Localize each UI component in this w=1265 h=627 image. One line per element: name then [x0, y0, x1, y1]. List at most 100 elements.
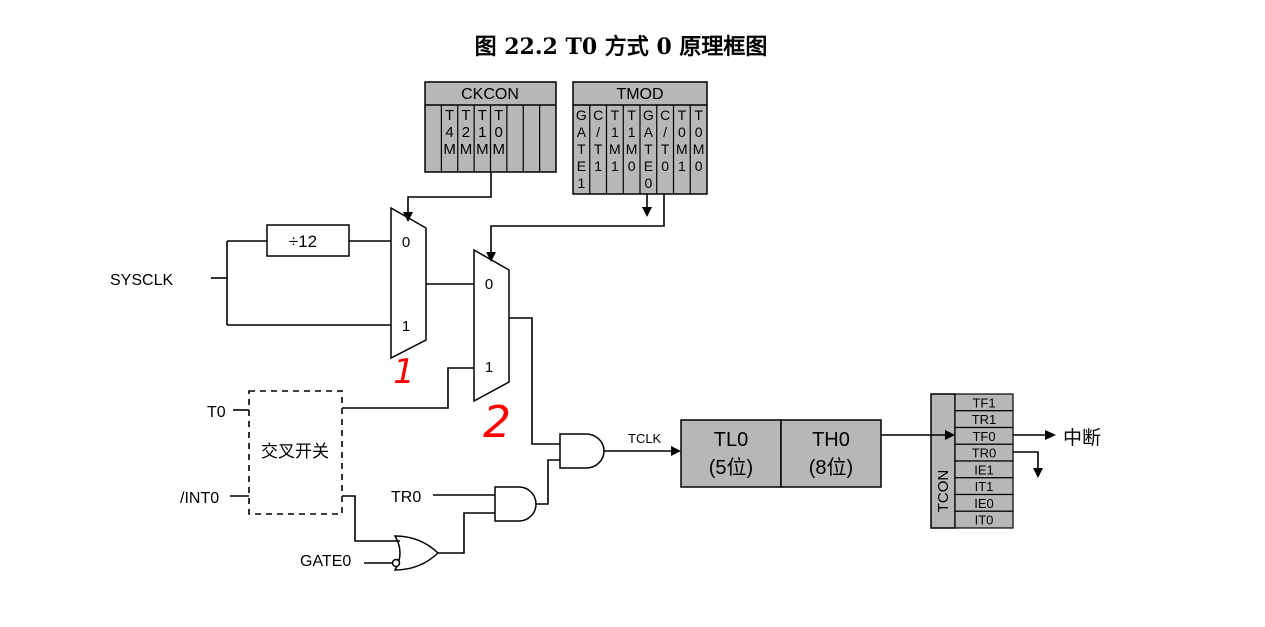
- tmod-bit-char: E: [644, 158, 653, 174]
- ckcon-bit-char: 1: [478, 124, 486, 141]
- wire-or-to-and2: [438, 512, 495, 554]
- sysclk-label: SYSCLK: [110, 272, 173, 289]
- ckcon-bit-char: M: [492, 141, 505, 158]
- ckcon-bit-char: 4: [445, 124, 453, 141]
- tcon-bit-it1: IT1: [975, 479, 994, 494]
- ckcon-bit-char: T: [461, 107, 470, 124]
- divide-by-12-label: ÷12: [289, 232, 317, 251]
- tmod-bit-char: 1: [577, 175, 585, 191]
- tmod-bit-char: A: [644, 124, 654, 140]
- ckcon-bit-char: M: [476, 141, 489, 158]
- gate0-or-gate: [393, 535, 440, 571]
- wire-crossbar-to-mux2: [342, 367, 474, 409]
- ckcon-bit-char: M: [460, 141, 473, 158]
- tcon-bit-tf1: TF1: [972, 395, 995, 410]
- mux1-input1-label: 1: [402, 318, 410, 335]
- th0-bits: (8位): [809, 456, 853, 479]
- tmod-bit-char: E: [577, 158, 586, 174]
- tmod-bit-char: T: [694, 107, 703, 123]
- tr0-label: TR0: [391, 489, 421, 506]
- tmod-bit-char: 1: [611, 124, 619, 140]
- crossbar-switch: [248, 390, 343, 515]
- ckcon-bit-char: T: [494, 107, 503, 124]
- tcon-bit-it0: IT0: [975, 513, 994, 528]
- ckcon-bit-char: T: [478, 107, 487, 124]
- wire-tr0-out: [1013, 451, 1039, 470]
- wire-mux2-to-and: [509, 317, 560, 445]
- th0-register: [780, 419, 882, 488]
- ckcon-name: CKCON: [461, 86, 519, 103]
- arrow-interrupt: [1045, 430, 1056, 440]
- tmod-bit-char: 0: [695, 124, 703, 140]
- tcon-bit-tr1: TR1: [972, 412, 997, 427]
- tmod-bit-char: /: [596, 124, 600, 140]
- tmod-bit-char: A: [577, 124, 587, 140]
- tmod-bit-char: 0: [661, 158, 669, 174]
- mux2-input0-label: 0: [485, 276, 493, 293]
- tmod-bit-char: T: [661, 141, 670, 157]
- t0-label: T0: [207, 404, 226, 421]
- arrow-mux2-select: [486, 252, 496, 262]
- tmod-bit-char: M: [626, 141, 638, 157]
- arrow-gate0-bit: [642, 207, 652, 217]
- tmod-bit-char: T: [611, 107, 620, 123]
- tcon-bit-tr0: TR0: [972, 446, 997, 461]
- tmod-bit-char: G: [643, 107, 654, 123]
- tmod-bit-char: T: [644, 141, 653, 157]
- mux1-input0-label: 0: [402, 234, 410, 251]
- tmod-bit-char: /: [663, 124, 667, 140]
- tcon-bit-ie1: IE1: [974, 462, 994, 477]
- ckcon-bit-char: 0: [495, 124, 503, 141]
- arrow-tr0-down: [1033, 468, 1043, 478]
- wires: [211, 172, 1046, 564]
- mux1: [390, 206, 427, 360]
- divide-by-12-box: [266, 224, 350, 257]
- tmod-bit-char: M: [609, 141, 621, 157]
- tr0-and-gate: [494, 486, 537, 522]
- int0-label: /INT0: [180, 490, 219, 507]
- diagram-title: 图 22.2 T0 方式 0 原理框图: [475, 34, 768, 60]
- tmod-bit-char: T: [627, 107, 636, 123]
- tmod-bit-char: G: [576, 107, 587, 123]
- arrowheads: [403, 207, 1056, 478]
- ckcon-bit-char: 2: [462, 124, 470, 141]
- th0-name: TH0: [812, 429, 850, 451]
- tmod-bit-char: 1: [611, 158, 619, 174]
- tmod-bit-char: C: [593, 107, 603, 123]
- wire-int0-to-or: [342, 495, 400, 542]
- mux2: [473, 248, 510, 403]
- tmod-bit-char: 1: [678, 158, 686, 174]
- arrow-tf0-in: [945, 430, 955, 440]
- tmod-name: TMOD: [616, 86, 663, 103]
- gate0-inversion-bubble: [391, 558, 401, 568]
- crossbar-label: 交叉开关: [261, 442, 329, 462]
- tmod-bit-char: M: [676, 141, 688, 157]
- annotation-2: 2: [483, 397, 511, 448]
- tmod-bit-char: C: [660, 107, 670, 123]
- tmod-bit-char: T: [594, 141, 603, 157]
- tl0-bits: (5位): [709, 456, 753, 479]
- tcon-name: TCON: [935, 470, 952, 513]
- ckcon-bit-char: M: [443, 141, 456, 158]
- wire-t0m-select: [407, 172, 492, 212]
- arrow-tclk: [671, 446, 681, 456]
- tl0-name: TL0: [714, 429, 748, 451]
- tmod-bit-char: 1: [628, 124, 636, 140]
- tmod-bit-char: 0: [644, 175, 652, 191]
- interrupt-label: 中断: [1063, 427, 1101, 449]
- arrow-mux1-select: [403, 212, 413, 222]
- tcon-bit-tf0: TF0: [972, 429, 995, 444]
- tclk-and-gate: [559, 433, 605, 469]
- mux2-input1-label: 1: [485, 359, 493, 376]
- tmod-bit-char: T: [678, 107, 687, 123]
- tmod-bit-char: 0: [695, 158, 703, 174]
- wire-and2-to-and1: [536, 459, 560, 505]
